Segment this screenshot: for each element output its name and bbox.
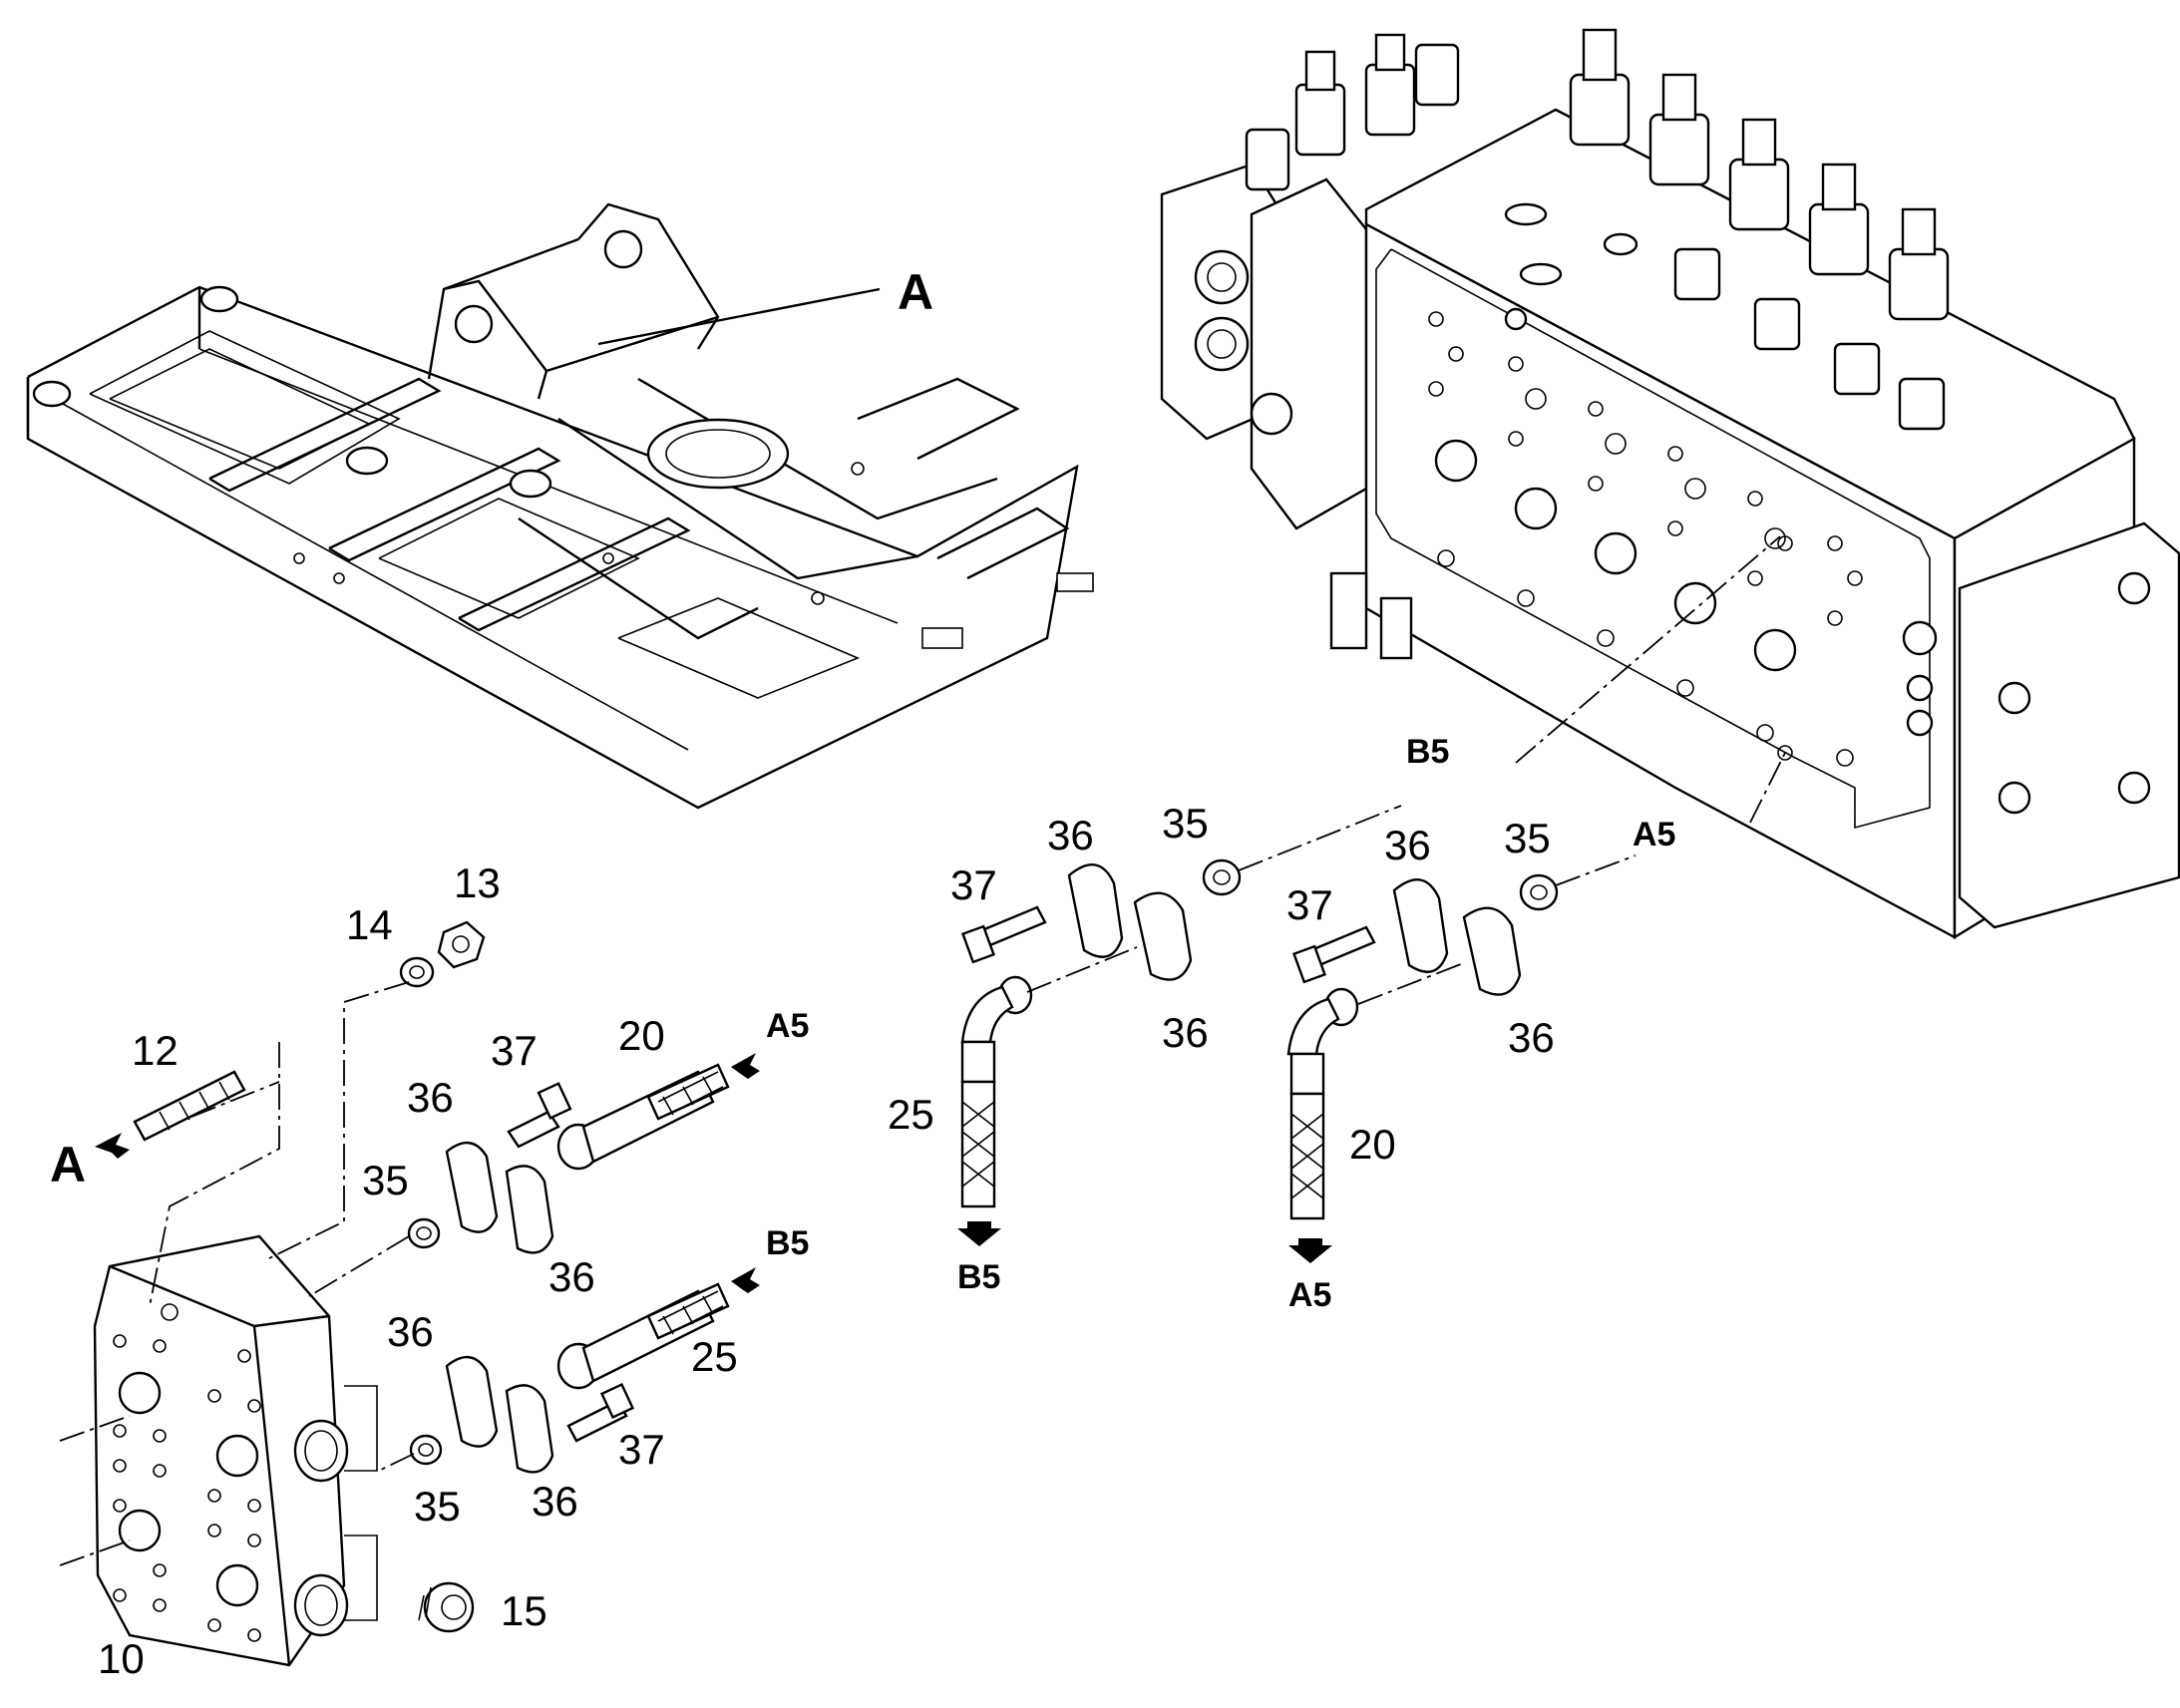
right-hose-assembly-illustration xyxy=(1286,873,1559,1220)
detail-a-label: A xyxy=(898,264,933,320)
callout-right-36-bottom: 36 xyxy=(1508,1014,1555,1061)
detail-a-leader xyxy=(597,287,881,346)
spool-caps xyxy=(1245,28,1950,431)
callout-left-36-lower: 36 xyxy=(387,1308,434,1355)
callout-15: 15 xyxy=(501,1587,547,1634)
port-ref-line-b5: B5 xyxy=(1406,733,1449,771)
callout-mid-35: 35 xyxy=(1162,800,1209,847)
callout-left-36-upper: 36 xyxy=(407,1074,454,1121)
callout-right-36-top: 36 xyxy=(1384,822,1431,868)
callout-mid-37: 37 xyxy=(950,861,997,908)
callout-mid-36-bottom: 36 xyxy=(1162,1009,1209,1056)
arrow-a-left-icon xyxy=(95,1133,130,1159)
left-explode-lines xyxy=(59,981,415,1621)
arrow-hose-a5-icon xyxy=(1288,1238,1332,1263)
callout-left-20: 20 xyxy=(618,1012,665,1059)
callout-mid-36-top: 36 xyxy=(1047,812,1094,858)
right-explode-lines xyxy=(1026,535,1786,1005)
callout-10: 10 xyxy=(98,1635,145,1682)
control-valve-illustration xyxy=(1160,28,2180,940)
callout-mid-25: 25 xyxy=(888,1091,934,1138)
manifold-block-illustration xyxy=(93,1234,349,1667)
left-fittings-illustration xyxy=(133,920,730,1633)
callout-left-25: 25 xyxy=(691,1333,738,1380)
middle-hose-assembly-illustration xyxy=(960,858,1242,1208)
callout-left-37-upper: 37 xyxy=(491,1027,538,1074)
callout-left-36-bottom: 36 xyxy=(532,1478,578,1525)
port-ref-left-b5: B5 xyxy=(766,1224,809,1262)
port-ref-hose-a5: A5 xyxy=(1288,1276,1331,1314)
callout-right-37: 37 xyxy=(1286,881,1333,928)
chassis-frame-illustration xyxy=(26,202,1094,810)
callout-left-35-upper: 35 xyxy=(362,1157,409,1203)
port-ref-line-a5: A5 xyxy=(1633,816,1675,854)
arrow-a5-left-icon xyxy=(731,1053,760,1079)
callout-right-35: 35 xyxy=(1504,815,1551,861)
callout-13: 13 xyxy=(454,859,501,906)
valve-face-holes xyxy=(1428,311,1863,767)
detail-a-ref-label: A xyxy=(50,1137,86,1193)
port-ref-hose-b5: B5 xyxy=(957,1258,1000,1296)
arrow-hose-b5-icon xyxy=(957,1221,1001,1246)
callout-12: 12 xyxy=(132,1027,179,1074)
callout-left-35-lower: 35 xyxy=(414,1483,461,1530)
port-ref-left-a5: A5 xyxy=(766,1007,809,1045)
callout-14: 14 xyxy=(346,901,393,948)
callout-left-36-upper-lower: 36 xyxy=(548,1253,595,1300)
callout-left-37-lower: 37 xyxy=(618,1426,665,1473)
arrow-b5-left-icon xyxy=(731,1267,760,1293)
callout-right-20: 20 xyxy=(1349,1121,1396,1168)
